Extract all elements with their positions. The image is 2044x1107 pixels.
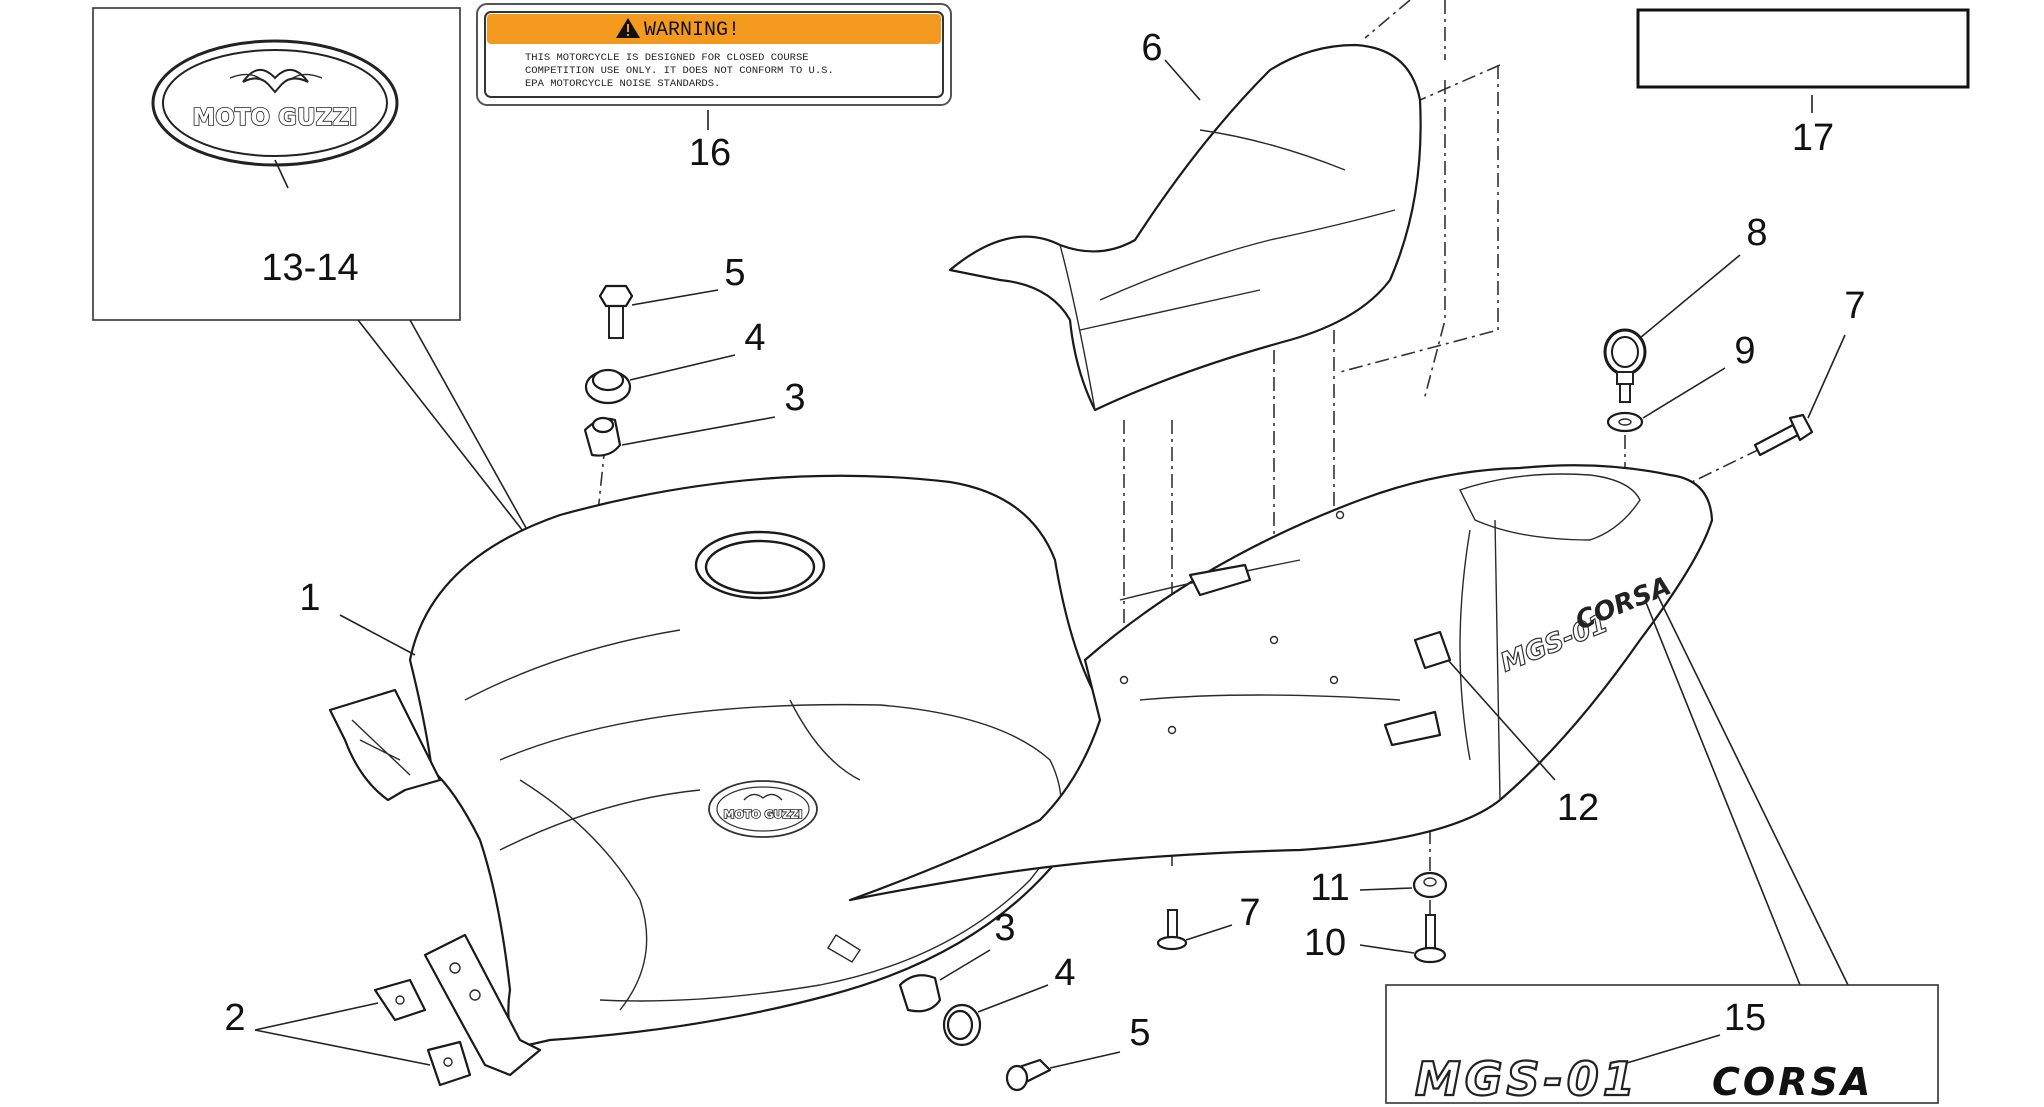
callout-3-top: 3 [784, 377, 805, 419]
screw-7-right: 7 [1753, 285, 1866, 457]
logo-inset-box: MOTO GUZZI 13-14 [92, 7, 461, 321]
callout-5-top: 5 [724, 252, 745, 294]
callout-9: 9 [1734, 330, 1755, 372]
clip-12: 12 [1413, 630, 1599, 829]
callout-17: 17 [1792, 117, 1834, 159]
callout-4-bottom: 4 [1054, 952, 1075, 994]
callout-15: 15 [1724, 997, 1766, 1039]
warning-line-3: EPA MOTORCYCLE NOISE STANDARDS. [525, 78, 720, 90]
callout-10: 10 [1304, 922, 1346, 964]
washer-11-screw-10: 11 10 [1304, 867, 1448, 964]
moto-guzzi-logo: MOTO GUZZI [151, 39, 399, 167]
clips-2: 2 [224, 978, 472, 1087]
washer-9: 9 [1606, 330, 1756, 433]
model-decal-box-15: 15 MGS-01 CORSA [1385, 984, 1939, 1107]
callout-2: 2 [224, 997, 245, 1039]
callout-11: 11 [1310, 867, 1349, 909]
callout-3-bottom: 3 [994, 907, 1015, 949]
label-box-17: 17 [1636, 8, 1970, 159]
warning-title: WARNING! [644, 19, 740, 42]
callout-12: 12 [1557, 787, 1599, 829]
seat: 6 [948, 27, 1422, 412]
decal-variant-text: CORSA [1712, 1060, 1873, 1104]
hardware-top-left: 5 4 3 [583, 252, 806, 457]
callout-7-right: 7 [1844, 285, 1865, 327]
logo-brand-text: MOTO GUZZI [192, 105, 357, 131]
callout-5-bottom: 5 [1129, 1012, 1150, 1054]
callout-7-bottom: 7 [1239, 892, 1260, 934]
hardware-bottom: 3 4 5 [898, 907, 1151, 1092]
callout-4-top: 4 [744, 317, 765, 359]
decal-model-text: MGS-01 [1415, 1052, 1639, 1106]
tail-section: MGS-01 CORSA [848, 464, 1714, 902]
callout-16: 16 [689, 132, 731, 174]
warning-line-1: THIS MOTORCYCLE IS DESIGNED FOR CLOSED C… [525, 52, 809, 64]
screw-7-bottom: 7 [1156, 892, 1261, 951]
callout-13-14: 13-14 [261, 247, 358, 289]
warning-line-2: COMPETITION USE ONLY. IT DOES NOT CONFOR… [525, 65, 834, 77]
callout-1: 1 [299, 577, 320, 619]
warning-label-16: WARNING! THIS MOTORCYCLE IS DESIGNED FOR… [476, 3, 952, 174]
fuel-tank: MOTO GUZZI 1 [299, 474, 1107, 1077]
callout-8: 8 [1746, 212, 1767, 254]
tank-logo-text: MOTO GUZZI [724, 808, 803, 821]
fastener-8: 8 [1603, 212, 1768, 403]
callout-6: 6 [1141, 27, 1162, 69]
